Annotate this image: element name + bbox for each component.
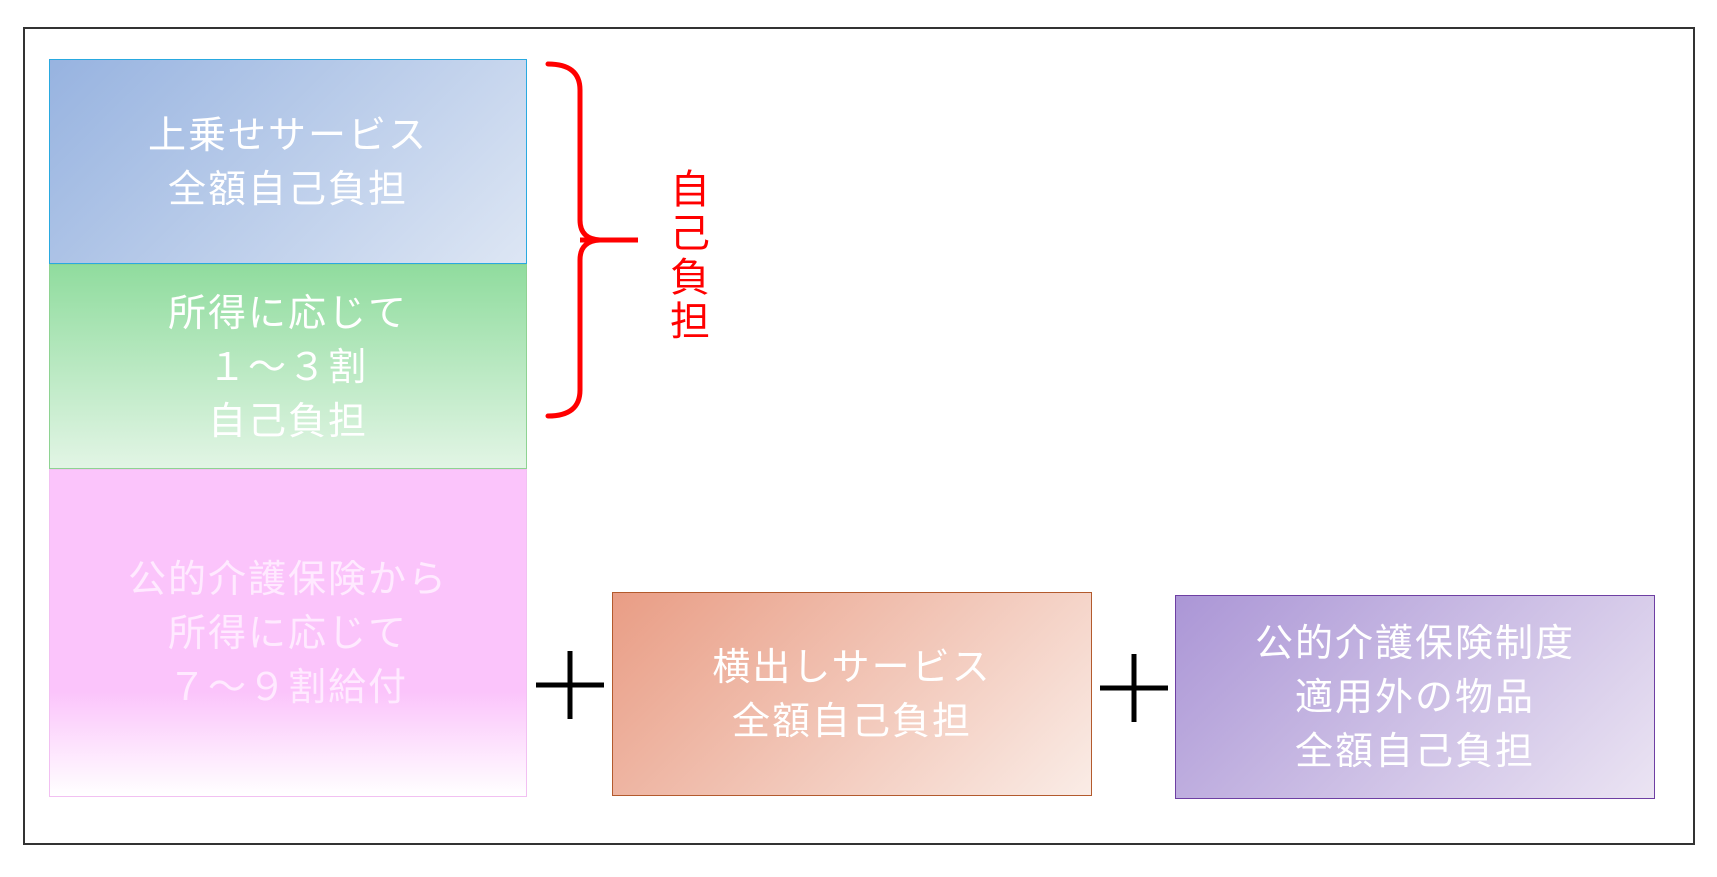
brace-arm [598, 237, 638, 243]
box-uwanose-service: 上乗せサービス 全額自己負担 [49, 59, 527, 264]
box-copay-line-1: 所得に応じて [167, 290, 408, 335]
brace-label-char-2: 己 [670, 211, 710, 257]
plus-icon [1100, 654, 1168, 722]
box-outside-insurance-items: 公的介護保険制度 適用外の物品 全額自己負担 [1175, 595, 1655, 799]
brace-label-char-3: 負 [670, 255, 710, 301]
brace-label-self-pay: 自 己 負 担 [666, 168, 714, 344]
box-outside-line-1: 公的介護保険制度 [1254, 621, 1575, 665]
plus-icon [536, 651, 604, 719]
box-outside-line-2: 適用外の物品 [1294, 675, 1535, 719]
box-outside-line-3: 全額自己負担 [1294, 729, 1535, 773]
brace-label-char-1: 自 [670, 167, 710, 213]
box-yokodashi-line-1: 横出しサービス [712, 645, 992, 689]
box-yokodashi-line-2: 全額自己負担 [731, 699, 972, 743]
box-benefit-line-2: 所得に応じて [167, 611, 408, 655]
box-benefit-line-3: ７～９割給付 [167, 665, 408, 709]
red-brace [545, 61, 600, 419]
box-income-based-copay: 所得に応じて １～３割 自己負担 [49, 264, 527, 469]
box-public-insurance-benefit: 公的介護保険から 所得に応じて ７～９割給付 [49, 469, 527, 797]
box-uwanose-line-2: 全額自己負担 [167, 166, 408, 211]
box-benefit-line-1: 公的介護保険から [127, 557, 448, 601]
box-copay-line-3: 自己負担 [207, 398, 368, 443]
box-yokodashi-service: 横出しサービス 全額自己負担 [612, 592, 1092, 796]
brace-label-char-4: 担 [670, 299, 710, 345]
box-copay-line-2: １～３割 [207, 344, 368, 389]
box-uwanose-line-1: 上乗せサービス [147, 112, 428, 157]
